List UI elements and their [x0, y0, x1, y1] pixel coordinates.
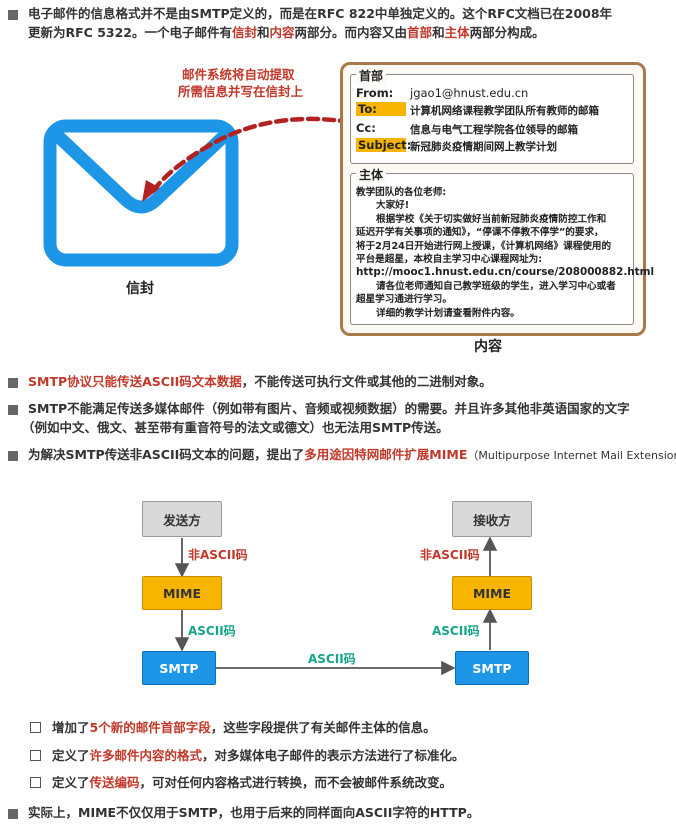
header-from-label: From: [356, 86, 394, 100]
keyword-mime: 多用途因特网邮件扩展MIME [304, 447, 468, 462]
arrow-note-line-2: 所需信息并写在信封上 [178, 84, 304, 99]
body-line: 超星学习通进行学习。 [356, 294, 452, 306]
sender-box: 发送方 [142, 501, 222, 537]
body-line: 根据学校《关于切实做好当前新冠肺炎疫情防控工作和 [376, 213, 607, 225]
keyword-transfer-encoding: 传送编码 [89, 775, 140, 790]
header-subject-label: Subject: [356, 138, 412, 152]
bullet-marker [8, 405, 18, 415]
body-line: 详细的教学计划请查看附件内容。 [376, 307, 520, 319]
checkbox-icon [30, 750, 41, 761]
bullet-multimedia: SMTP不能满足传送多媒体邮件（例如带有图片、音频或视频数据）的需要。并且许多其… [22, 399, 673, 437]
content-label: 内容 [474, 339, 502, 355]
body-title: 主体 [356, 166, 387, 183]
arrow-note: 邮件系统将自动提取 所需信息并写在信封上 [178, 66, 303, 100]
label-ascii-left: ASCII码 [188, 624, 236, 638]
bullet-marker [8, 809, 18, 819]
keyword-content: 内容 [269, 25, 295, 40]
body-line: 教学团队的各位老师: [356, 187, 447, 198]
receiver-box: 接收方 [452, 501, 532, 537]
header-to-label: To: [356, 102, 406, 116]
receiver-mime-box: MIME [452, 576, 532, 610]
dashed-arrow-icon [142, 116, 353, 202]
bullet-multimedia-line-2: （例如中文、俄文、甚至带有重音符号的法文或德文）也无法用SMTP传送。 [22, 420, 449, 435]
header-title: 首部 [356, 67, 387, 84]
body-text: 教学团队的各位老师: 大家好! 根据学校《关于切实做好当前新冠肺炎疫情防控工作和… [356, 186, 655, 320]
label-ascii-middle: ASCII码 [308, 652, 356, 666]
body-line: 延迟开学有关事项的通知》，“停课不停教不停学”的要求， [356, 227, 604, 239]
label-non-ascii-right: 非ASCII码 [420, 548, 480, 562]
flow-arrows [174, 536, 498, 676]
body-section [350, 173, 634, 325]
conclusion: 实际上，MIME不仅仅用于SMTP，也用于后来的同样面向ASCII字符的HTTP… [28, 805, 480, 820]
body-line: 大家好! [376, 200, 410, 212]
sender-smtp-box: SMTP [142, 651, 216, 685]
bullet-mime-intro: 为解决SMTP传送非ASCII码文本的问题，提出了多用途因特网邮件扩展MIME（… [28, 445, 676, 465]
label-non-ascii-left: 非ASCII码 [188, 548, 248, 562]
bullet-multimedia-line-1: SMTP不能满足传送多媒体邮件（例如带有图片、音频或视频数据）的需要。并且许多其… [28, 401, 630, 416]
arrow-note-line-1: 邮件系统将自动提取 [182, 67, 295, 82]
envelope-icon [43, 119, 239, 267]
mime-full-name: （Multipurpose Internet Mail Extensions） [467, 449, 676, 462]
header-cc-label: Cc: [356, 121, 376, 135]
body-url: http://mooc1.hnust.edu.cn/course/2080008… [356, 266, 655, 279]
keyword-body: 主体 [444, 25, 470, 40]
keyword-ascii-only: SMTP协议只能传送ASCII码文本数据 [28, 374, 242, 389]
feature-content-formats: 定义了许多邮件内容的格式，对多媒体电子邮件的表示方法进行了标准化。 [52, 748, 465, 763]
checkbox-icon [30, 722, 41, 733]
header-to-value: 计算机网络课程教学团队所有教师的邮箱 [410, 105, 599, 117]
body-line: 平台是超星，本校自主学习中心课程网址为: [356, 254, 543, 266]
intro-line-1: 电子邮件的信息格式并不是由SMTP定义的，而是在RFC 822中单独定义的。这个… [28, 6, 613, 21]
receiver-smtp-box: SMTP [455, 651, 529, 685]
keyword-header: 首部 [407, 25, 433, 40]
intro-line-2: 更新为RFC 5322。一个电子邮件有信封和内容两部分。而内容又由首部和主体两部… [28, 25, 545, 40]
intro-paragraph: 电子邮件的信息格式并不是由SMTP定义的，而是在RFC 822中单独定义的。这个… [28, 4, 673, 42]
label-ascii-right: ASCII码 [432, 624, 480, 638]
bullet-ascii-only: SMTP协议只能传送ASCII码文本数据，不能传送可执行文件或其他的二进制对象。 [28, 374, 492, 389]
bullet-marker [8, 10, 18, 20]
header-subject-value: 新冠肺炎疫情期间网上教学计划 [410, 141, 557, 153]
header-from-value: jgao1@hnust.edu.cn [410, 86, 529, 100]
body-line: 将于2月24日开始进行网上授课，《计算机网络》课程使用的 [356, 240, 612, 252]
envelope-label: 信封 [126, 281, 154, 297]
keyword-content-formats: 许多邮件内容的格式 [89, 748, 203, 763]
bullet-marker [8, 378, 18, 388]
keyword-new-header-fields: 5个新的邮件首部字段 [89, 720, 211, 735]
checkbox-icon [30, 777, 41, 788]
feature-transfer-encoding: 定义了传送编码，可对任何内容格式进行转换，而不会被邮件系统改变。 [52, 775, 453, 790]
feature-header-fields: 增加了5个新的邮件首部字段，这些字段提供了有关邮件主体的信息。 [52, 720, 436, 735]
body-line: 请各位老师通知自己教学班级的学生，进入学习中心或者 [376, 280, 616, 292]
keyword-envelope: 信封 [231, 25, 257, 40]
sender-mime-box: MIME [142, 576, 222, 610]
bullet-marker [8, 451, 18, 461]
header-cc-value: 信息与电气工程学院各位领导的邮箱 [410, 124, 578, 136]
